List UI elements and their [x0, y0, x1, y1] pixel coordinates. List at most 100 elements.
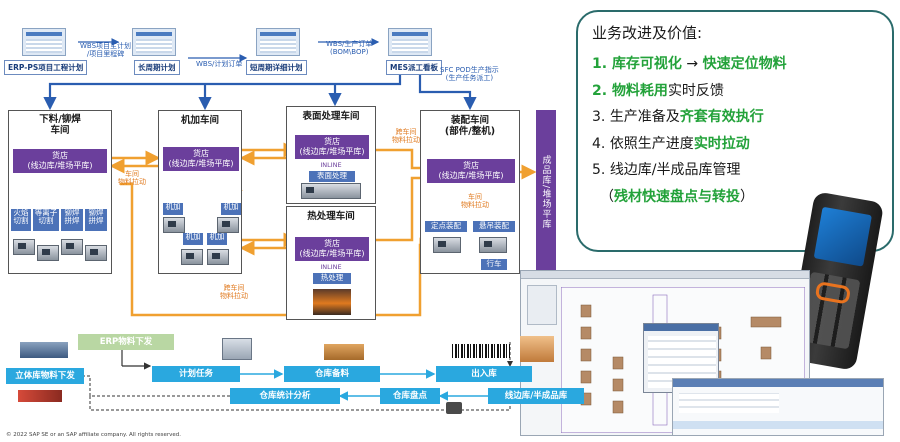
warehouse-layout-window	[520, 270, 810, 436]
finished-store-bar[interactable]: 成品库/堆场平库	[536, 110, 556, 274]
short-cycle-plan[interactable]: 短周期详细计划	[246, 60, 307, 75]
link-sfc-pod: SFC POD生产指示 (生产任务派工)	[440, 66, 499, 83]
value-item-text: →	[681, 56, 703, 72]
value-item-text: 快速定位物料	[702, 56, 787, 72]
value-item-text: 线边库/半成品库管理	[609, 162, 741, 179]
machining-center-icon	[217, 217, 239, 233]
short-cycle-screen-icon	[256, 28, 300, 56]
op-plasma-cut[interactable]: 等离子 切割	[33, 208, 59, 231]
workshop-machining: 机加车间 货店 (线边库/堆场平库) 机加 机加 机加 机加	[158, 110, 242, 274]
value-item-text: 齐套有效执行	[679, 109, 764, 126]
machining-center-icon	[207, 249, 229, 265]
pull-label-assembly: 车间 物料拉动	[461, 193, 489, 210]
op-hanging-assembly[interactable]: 悬吊装配	[473, 221, 515, 232]
op-surface-treatment[interactable]: 表面处理	[309, 171, 355, 182]
pull-label-cross-top: 跨车间 物料拉动	[392, 128, 420, 145]
store-box[interactable]: 货店 (线边库/堆场平库)	[295, 135, 369, 159]
workshop-title: 表面处理车间	[302, 111, 360, 122]
assembly-station-icon	[479, 237, 507, 253]
welding-machine-icon	[85, 245, 107, 261]
op-fixed-assembly[interactable]: 定点装配	[425, 221, 467, 232]
value-item-text: 库存可视化	[611, 56, 682, 72]
surface-line-icon	[301, 183, 361, 199]
plasma-machine-icon	[37, 245, 59, 261]
machining-center-icon	[181, 249, 203, 265]
op-rivet-weld[interactable]: 铆焊 拼焊	[61, 208, 83, 231]
step-stocktake[interactable]: 仓库盘点	[380, 388, 440, 404]
workshop-title: 热处理车间	[307, 211, 355, 222]
workshop-title: 机加车间	[180, 115, 219, 126]
scanner-screen	[813, 206, 872, 267]
window-title-bar	[521, 271, 809, 279]
op-heat-treatment[interactable]: 热处理	[313, 273, 351, 284]
value-item-text: （	[600, 188, 614, 205]
workshop-surface: 表面处理车间 货店 (线边库/堆场平库) INLINE 表面处理	[286, 106, 376, 204]
value-item: 3. 生产准备及齐套有效执行	[592, 104, 878, 131]
warehouse-dispatch-label[interactable]: 立体库物料下发	[6, 368, 84, 384]
pull-label-cross-bottom: 跨车间 物料拉动	[220, 284, 248, 301]
value-item-text: 依照生产进度	[609, 135, 694, 152]
store-box[interactable]: 货店 (线边库/堆场平库)	[163, 147, 239, 171]
value-item: 1. 库存可视化 → 快速定位物料	[592, 51, 878, 78]
mes-screen-icon	[388, 28, 432, 56]
step-line-store[interactable]: 线边库/半成品库	[488, 388, 584, 404]
link-wbs-master: WBS项目主计划 /项目里程碑	[80, 42, 132, 59]
inline-tag: INLINE	[320, 161, 342, 169]
value-item-text: 残材快速盘点与转投	[614, 188, 740, 205]
copyright-text: © 2022 SAP SE or an SAP affiliate compan…	[6, 432, 182, 438]
welding-machine-icon	[61, 239, 83, 255]
step-warehouse-prep[interactable]: 仓库备料	[284, 366, 380, 382]
stacker-warehouse-icon	[20, 342, 68, 358]
store-box[interactable]: 货店 (线边库/堆场平库)	[13, 149, 107, 173]
store-box[interactable]: 货店 (线边库/堆场平库)	[295, 237, 369, 261]
transaction-fields	[679, 393, 779, 413]
value-item-text: ）	[740, 188, 754, 205]
value-item-text: 生产准备及	[609, 109, 680, 126]
erp-screen-icon	[22, 28, 66, 56]
printer-icon	[222, 338, 252, 360]
machining-center-icon	[163, 217, 185, 233]
erp-material-dispatch[interactable]: ERP物料下发	[78, 334, 174, 350]
agv-vehicle-icon	[18, 390, 62, 402]
workshop-blanking: 下料/铆焊 车间 货店 (线边库/堆场平库) 火焰 切割 等离子 切割 铆焊 拼…	[8, 110, 112, 274]
op-rivet-weld-2[interactable]: 铆焊 拼焊	[85, 208, 107, 231]
value-item-number: 3.	[592, 109, 610, 126]
step-plan-task[interactable]: 计划任务	[152, 366, 240, 382]
value-item-number: 2.	[592, 82, 612, 99]
assembly-station-icon	[433, 237, 461, 253]
store-box[interactable]: 货店 (线边库/堆场平库)	[427, 159, 515, 183]
step-warehouse-analysis[interactable]: 仓库统计分析	[230, 388, 340, 404]
value-panel-title: 业务改进及价值:	[592, 24, 703, 42]
op-machining[interactable]: 机加	[207, 232, 227, 245]
long-cycle-plan[interactable]: 长周期计划	[134, 60, 180, 75]
value-item-number: 4.	[592, 135, 610, 152]
mes-dispatch-board[interactable]: MES派工看板	[386, 60, 442, 75]
value-item-number: 1.	[592, 56, 612, 72]
link-wbs-prod-order: WBS/生产订单 (BOM\BOP)	[326, 40, 373, 57]
value-item: 2. 物料耗用实时反馈	[592, 78, 878, 105]
op-machining[interactable]: 机加	[221, 202, 241, 215]
op-machining[interactable]: 机加	[183, 232, 203, 245]
op-crane[interactable]: 行车	[481, 259, 507, 270]
value-item: 4. 依照生产进度实时拉动	[592, 131, 878, 158]
transaction-tabs	[673, 421, 883, 429]
value-item-text: 实时反馈	[667, 82, 724, 99]
workshop-title: 下料/铆焊 车间	[39, 114, 81, 137]
link-wbs-plan-order: WBS/计划订单	[196, 60, 243, 68]
forklift-worker-icon	[520, 336, 554, 362]
cutting-machine-icon	[13, 239, 35, 255]
step-in-out[interactable]: 出入库	[436, 366, 532, 382]
erp-ps-system[interactable]: ERP-PS项目工程计划	[4, 60, 88, 75]
op-flame-cut[interactable]: 火焰 切割	[11, 208, 31, 231]
scanner-gun-icon	[446, 402, 462, 414]
value-item-text: 物料耗用	[611, 82, 668, 99]
barcode-icon	[452, 344, 510, 358]
popup-header	[644, 324, 718, 331]
transaction-window	[672, 378, 884, 436]
op-machining[interactable]: 机加	[163, 202, 183, 215]
inline-tag: INLINE	[320, 263, 342, 271]
material-boxes-icon	[324, 344, 364, 360]
value-item: 5. 线边库/半成品库管理	[592, 157, 878, 184]
value-item-number: 5.	[592, 162, 610, 179]
